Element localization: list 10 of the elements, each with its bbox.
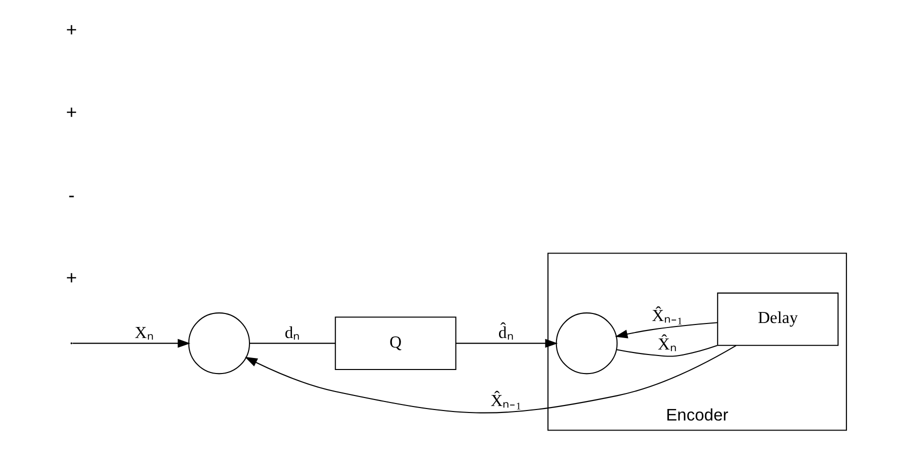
edge-label: X̂ₙ — [657, 334, 676, 354]
edge-label: Xₙ — [134, 322, 154, 342]
edge-label: X̂ₙ₋₁ — [651, 306, 682, 326]
label: + — [65, 267, 76, 288]
label: + — [65, 18, 76, 40]
label: + — [65, 102, 76, 123]
edge-label: d̂ₙ — [498, 322, 514, 342]
edge-label: X̂ₙ₋₁ — [490, 390, 522, 410]
label: - — [68, 184, 74, 206]
edge-label: dₙ — [284, 322, 300, 342]
